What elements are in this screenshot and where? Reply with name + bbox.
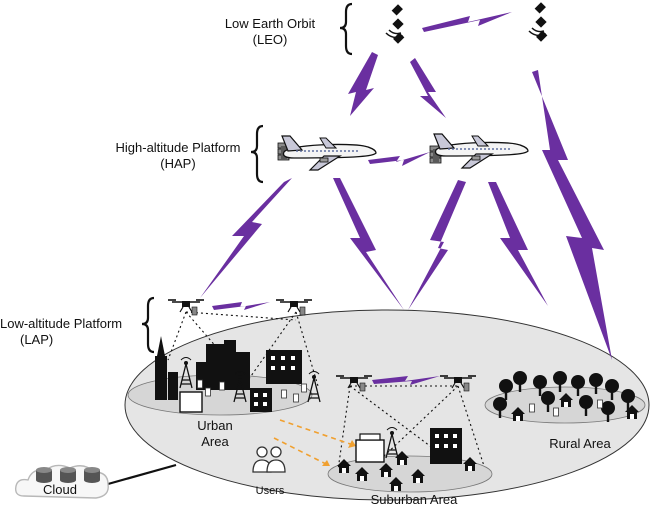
lap-label: Low-altitude Platform (LAP) xyxy=(0,316,140,348)
lap-drone-2-icon xyxy=(275,299,313,316)
hap-airplane-2-icon xyxy=(433,133,529,169)
hap-title: High-altitude Platform xyxy=(115,140,241,155)
cloud-label: Cloud xyxy=(43,482,77,497)
leo-title: Low Earth Orbit xyxy=(224,16,316,31)
suburban-zone xyxy=(327,455,493,493)
urban-buildings-icon xyxy=(155,336,302,413)
leo-abbr: (LEO) xyxy=(252,32,288,47)
users-icon xyxy=(252,446,286,473)
database-icons xyxy=(36,467,100,483)
wireless-links xyxy=(200,12,612,385)
cloud-link xyxy=(107,463,177,486)
urban-area-label: Urban Area xyxy=(190,418,240,450)
lap-title: Low-altitude Platform xyxy=(0,316,123,331)
hap-brace xyxy=(250,124,264,184)
lap-abbr: (LAP) xyxy=(20,332,54,347)
suburban-area-label: Suburban Area xyxy=(370,492,458,507)
hap-abbr: (HAP) xyxy=(160,156,196,171)
hap-label: High-altitude Platform (HAP) xyxy=(103,140,253,172)
urban-area-line1: Urban xyxy=(197,418,233,433)
ground-region xyxy=(124,309,650,501)
urban-windows xyxy=(254,356,295,406)
rural-area-label: Rural Area xyxy=(549,436,611,451)
users-label: Users xyxy=(255,485,285,497)
user-access-links xyxy=(273,419,357,467)
leo-label: Low Earth Orbit (LEO) xyxy=(210,16,330,48)
hap-airplane-1-icon xyxy=(281,135,377,171)
leo-satellite-1-icon xyxy=(385,3,406,45)
lap-brace xyxy=(141,296,155,354)
leo-brace xyxy=(339,2,353,56)
leo-satellite-2-icon xyxy=(528,1,549,43)
urban-area-line2: Area xyxy=(201,434,229,449)
